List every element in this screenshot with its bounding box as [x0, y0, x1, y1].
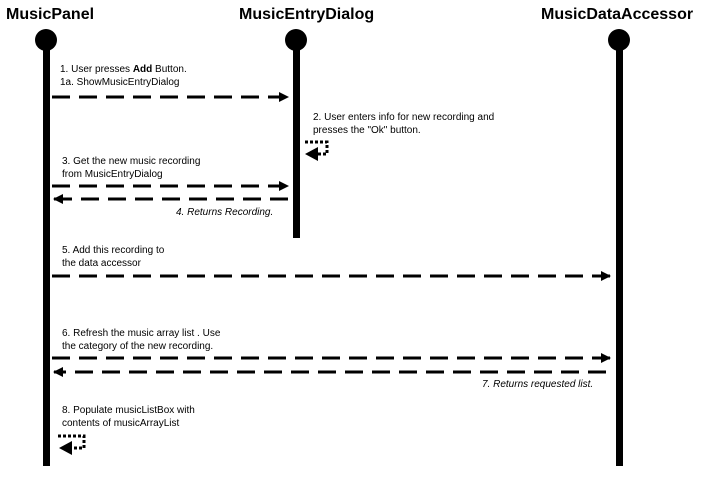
actor-title-music-data-accessor: MusicDataAccessor — [541, 6, 694, 23]
message-1a-text: 1a. ShowMusicEntryDialog — [60, 77, 180, 88]
message-2-text-line2: presses the "Ok" button. — [313, 125, 421, 136]
message-2-text-line1: 2. User enters info for new recording an… — [313, 112, 495, 123]
lifeline-music-data-accessor — [608, 29, 630, 466]
actor-title-music-panel: MusicPanel — [6, 6, 95, 23]
message-1-text-suffix: Button. — [152, 64, 187, 75]
message-8-text-line1: 8. Populate musicListBox with — [62, 405, 195, 416]
lifeline-music-entry-dialog — [285, 29, 307, 238]
message-1-text-bold: Add — [132, 64, 153, 75]
message-3-label: 3. Get the new music recording from Musi… — [62, 155, 200, 181]
message-8-label: 8. Populate musicListBox with contents o… — [62, 404, 195, 430]
message-6-text-line1: 6. Refresh the music array list . Use — [62, 328, 221, 339]
message-6-text-line2: the category of the new recording. — [62, 341, 214, 352]
message-5-text-line1: 5. Add this recording to — [62, 245, 165, 256]
message-8-text-line2: contents of musicArrayList — [62, 418, 180, 429]
message-2-label: 2. User enters info for new recording an… — [313, 111, 494, 137]
actor-title-music-entry-dialog: MusicEntryDialog — [239, 6, 375, 23]
self-arrowhead-message-2 — [305, 147, 318, 161]
message-5-text-line2: the data accessor — [62, 258, 141, 269]
message-4-label: 4. Returns Recording. — [176, 207, 274, 218]
lifeline-music-panel — [35, 29, 57, 466]
message-3-text-line1: 3. Get the new music recording — [62, 156, 201, 167]
message-7-label: 7. Returns requested list. — [482, 379, 594, 390]
message-5-label: 5. Add this recording to the data access… — [62, 244, 164, 270]
self-arrow-message-2 — [305, 140, 329, 156]
self-arrow-message-8 — [58, 434, 86, 450]
message-6-label: 6. Refresh the music array list . Use th… — [62, 327, 220, 353]
message-3-text-line2: from MusicEntryDialog — [62, 169, 163, 180]
message-1-text-prefix: 1. User presses — [60, 64, 133, 75]
message-1-label: 1. User presses Add Button. 1a. ShowMusi… — [60, 63, 187, 89]
self-arrowhead-message-8 — [59, 441, 72, 455]
